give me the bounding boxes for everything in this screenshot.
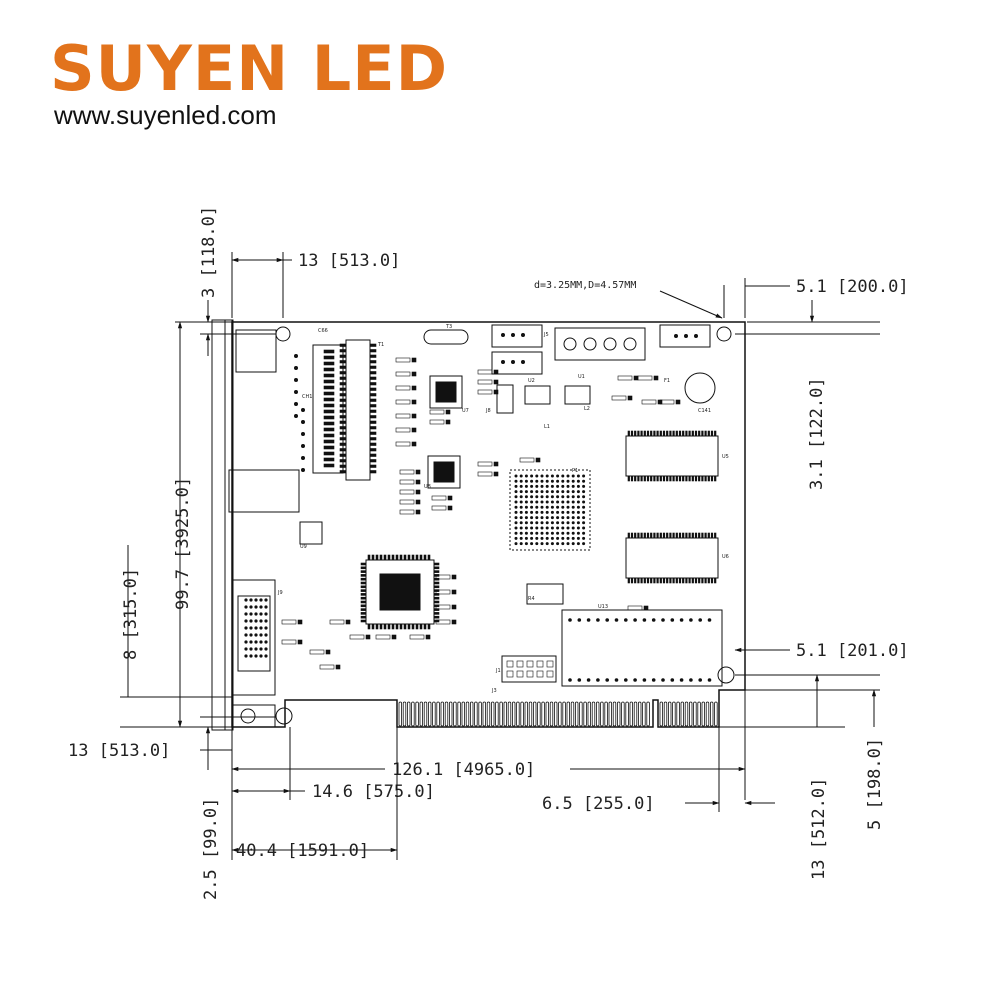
dim-overall-126-1: 126.1 [4965.0] [392, 760, 535, 780]
components [299, 324, 723, 687]
dim-right-13: 13 [512.0] [809, 778, 829, 880]
hole-top-left [275, 326, 291, 342]
svg-text:U7: U7 [462, 408, 469, 414]
dim-left-13: 13 [513.0] [68, 741, 170, 761]
svg-text:L2: L2 [584, 406, 590, 412]
hole-bottom-left-2 [240, 708, 256, 724]
hole-bottom-right [717, 666, 735, 684]
dim-right-5: 5 [198.0] [865, 738, 885, 830]
svg-text:CH1: CH1 [302, 394, 312, 400]
brand-logo: SUYEN LED [50, 32, 449, 105]
dim-right-3-1: 3.1 [122.0] [807, 377, 827, 490]
svg-text:T3: T3 [445, 324, 452, 330]
dim-left-8: 8 [315.0] [121, 568, 141, 660]
svg-text:U1: U1 [578, 374, 585, 380]
svg-text:J3: J3 [491, 688, 497, 694]
svg-text:U8: U8 [424, 484, 431, 490]
svg-text:U2: U2 [528, 378, 535, 384]
svg-text:C141: C141 [698, 408, 711, 414]
dim-left-3: 3 [118.0] [199, 206, 219, 298]
brand-url: www.suyenled.com [54, 100, 277, 130]
hole-top-right [716, 326, 732, 342]
svg-text:J9: J9 [277, 590, 283, 596]
svg-text:T1: T1 [377, 342, 384, 348]
svg-text:F1: F1 [664, 378, 670, 384]
dim-top-13: 13 [513.0] [298, 251, 400, 271]
dim-bottom-6-5: 6.5 [255.0] [542, 794, 655, 814]
dim-right-5-1-b: 5.1 [201.0] [796, 641, 909, 661]
mounting-bracket [211, 319, 300, 731]
svg-text:L1: L1 [544, 424, 550, 430]
svg-text:U5: U5 [722, 454, 729, 460]
pci-edge-fingers [398, 701, 718, 727]
hole-note: d=3.25MM,D=4.57MM [534, 280, 636, 291]
board-detail [244, 333, 717, 682]
svg-text:U13: U13 [598, 604, 608, 610]
svg-text:U9: U9 [300, 544, 307, 550]
svg-text:J1: J1 [495, 668, 501, 674]
dim-bottom-40-4: 40.4 [1591.0] [236, 841, 369, 861]
dim-left-99-7: 99.7 [3925.0] [173, 477, 193, 610]
component-labels: T1 T3 U7 U8 U9 U1 U2 U5 U6 U13 P1 J1 J3 … [277, 324, 729, 694]
dim-bottom-14-6: 14.6 [575.0] [312, 782, 435, 802]
svg-text:C66: C66 [318, 328, 328, 334]
svg-text:P1: P1 [572, 468, 578, 474]
dim-left-2-5: 2.5 [99.0] [201, 798, 221, 900]
svg-text:U6: U6 [722, 554, 729, 560]
svg-text:R4: R4 [528, 596, 535, 602]
svg-text:J8: J8 [485, 408, 491, 414]
dim-top-right-5-1: 5.1 [200.0] [796, 277, 909, 297]
svg-text:J5: J5 [543, 332, 549, 338]
hole-bottom-left [275, 707, 293, 725]
